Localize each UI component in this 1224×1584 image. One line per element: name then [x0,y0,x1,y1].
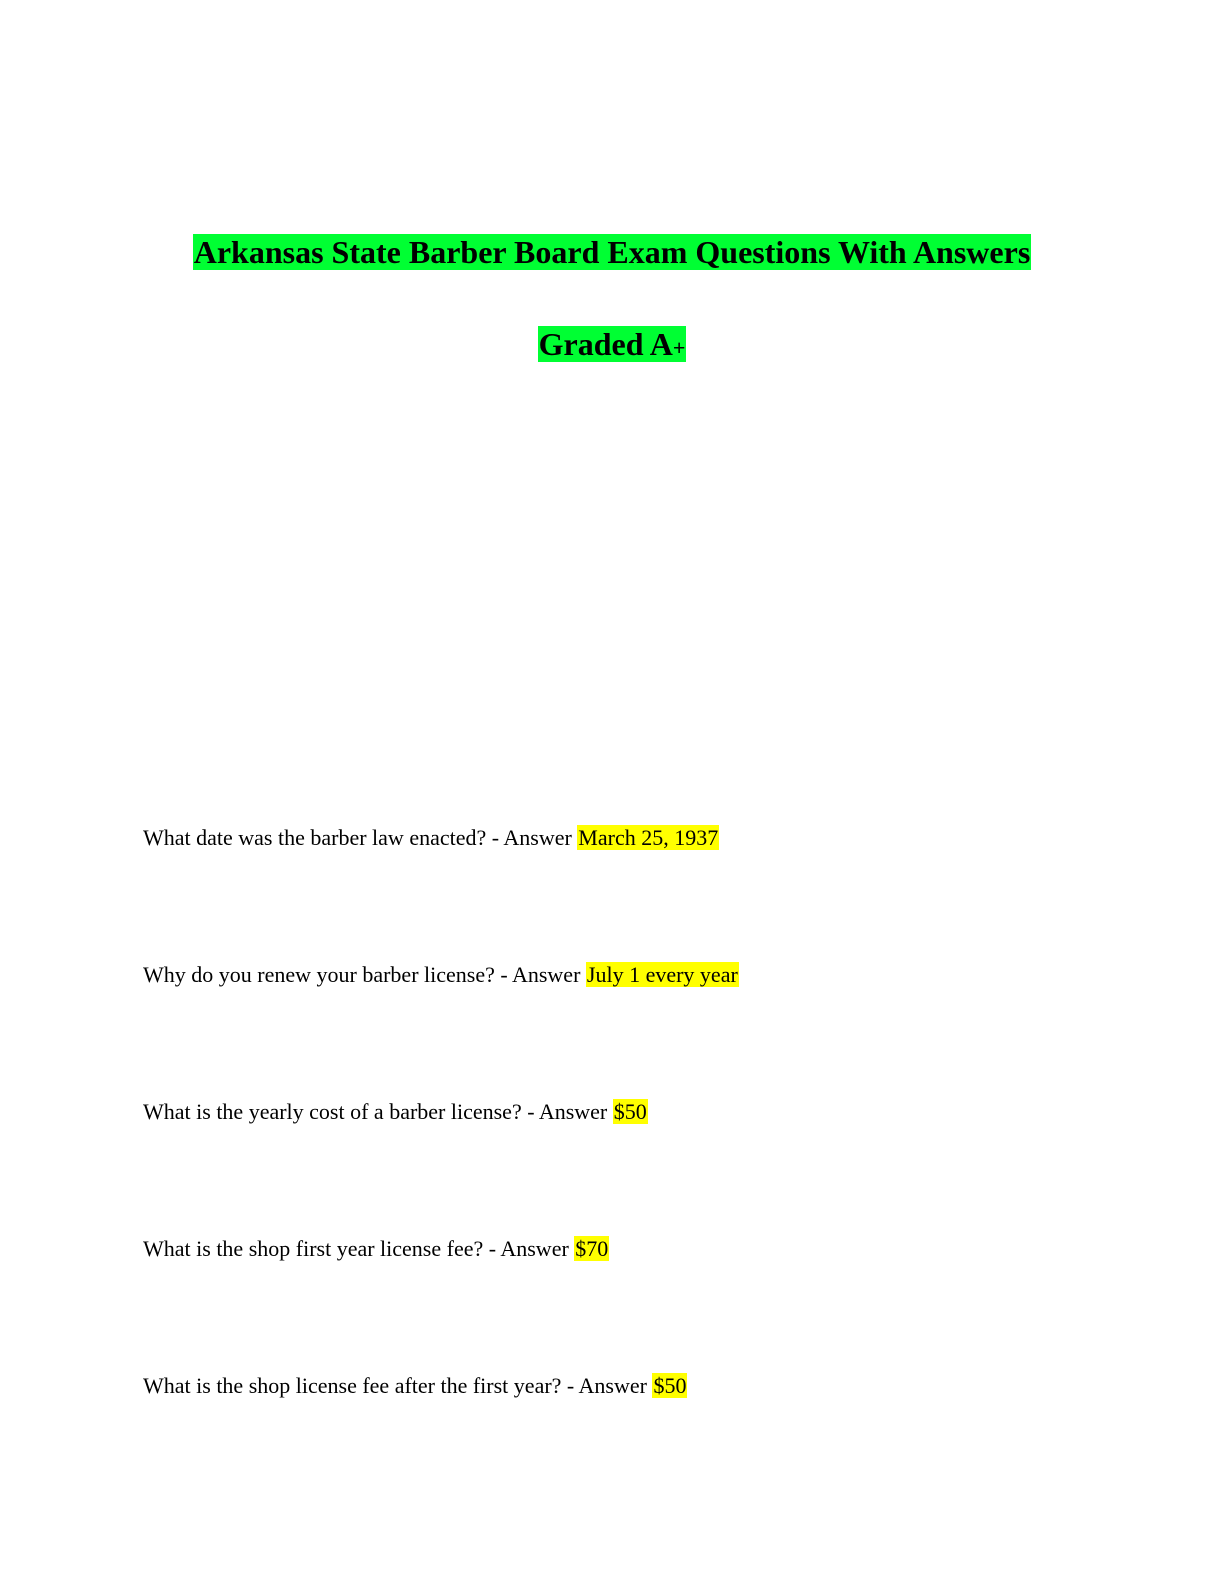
answer-text: $70 [574,1236,610,1261]
qa-item: What is the shop license fee after the f… [143,1372,688,1400]
qa-item: What is the yearly cost of a barber lice… [143,1098,648,1126]
grade-text: Graded A [538,326,673,362]
question-text: What is the yearly cost of a barber lice… [143,1099,613,1124]
qa-item: What is the shop first year license fee?… [143,1235,610,1263]
title-line-2: Graded A+ [537,326,687,362]
question-text: What date was the barber law enacted? - … [143,825,578,850]
answer-text: March 25, 1937 [577,825,720,850]
answer-text: July 1 every year [585,962,739,987]
qa-item: What date was the barber law enacted? - … [143,824,720,852]
title-line-1: Arkansas State Barber Board Exam Questio… [192,234,1032,270]
question-text: What is the shop first year license fee?… [143,1236,575,1261]
answer-text: $50 [612,1099,648,1124]
qa-item: Why do you renew your barber license? - … [143,961,739,989]
grade-plus: + [672,335,686,360]
answer-text: $50 [652,1373,688,1398]
question-text: What is the shop license fee after the f… [143,1373,653,1398]
document-title: Arkansas State Barber Board Exam Questio… [0,233,1224,271]
question-text: Why do you renew your barber license? - … [143,962,586,987]
document-subtitle: Graded A+ [0,325,1224,367]
